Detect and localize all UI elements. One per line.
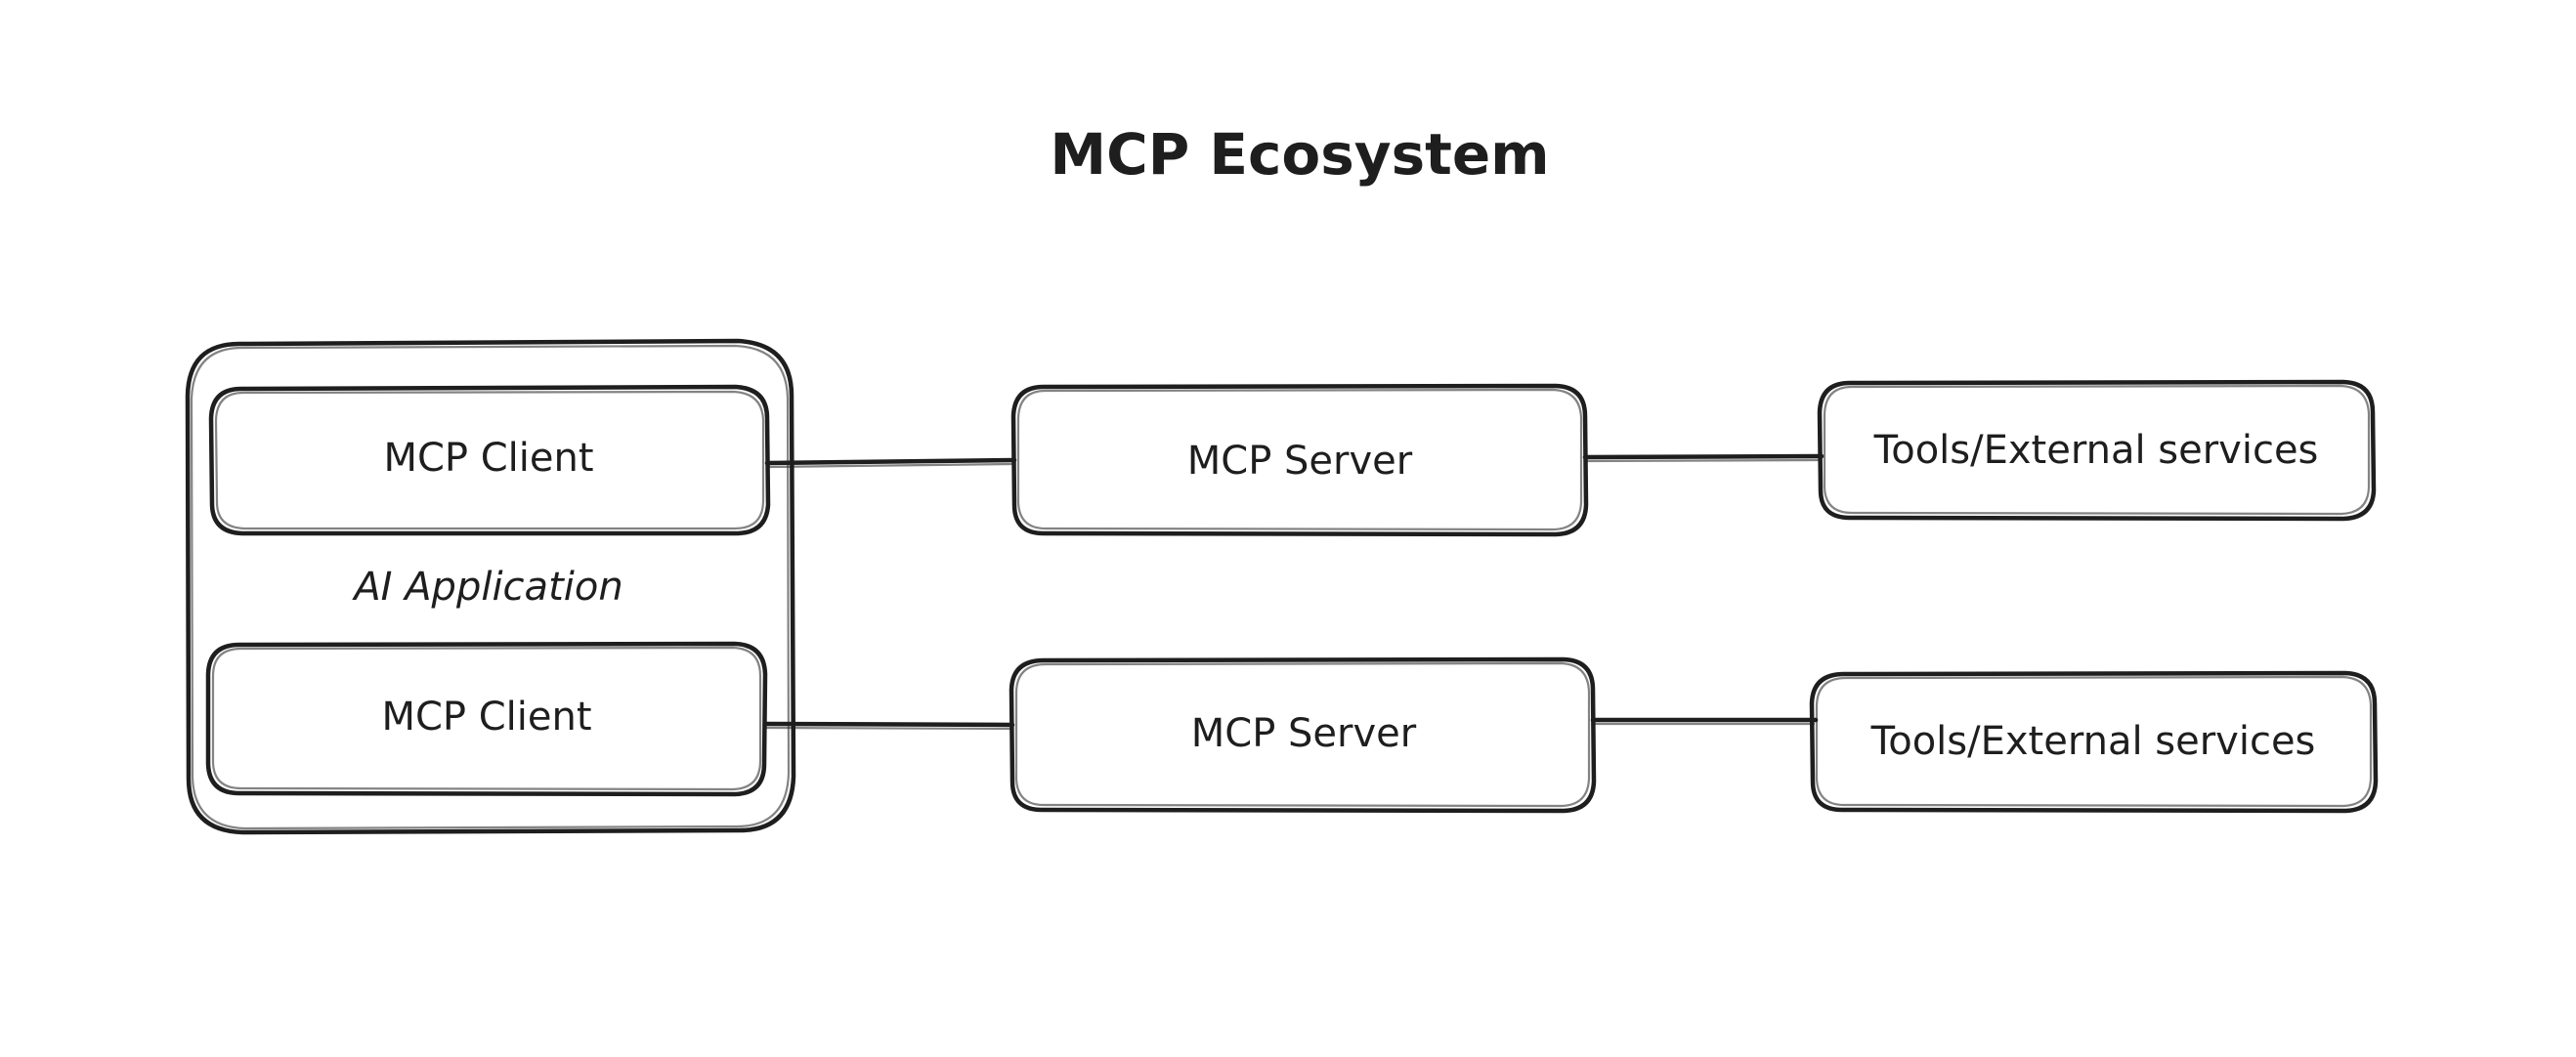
diagram-title: MCP Ecosystem (1050, 121, 1549, 188)
mcp-client-label-1: MCP Client (383, 436, 593, 481)
connector-server-1-to-service-1 (1582, 453, 1825, 463)
mcp-server-label-1: MCP Server (1187, 439, 1413, 484)
ai-application-container (185, 338, 796, 835)
mcp-server-box-2: MCP Server (1009, 656, 1597, 814)
mcp-client-box-2: MCP Client (205, 641, 768, 797)
tools-services-box-1: Tools/External services (1817, 379, 2377, 522)
tools-services-label-2: Tools/External services (1870, 719, 2316, 764)
mcp-client-label-2: MCP Client (381, 695, 591, 740)
connector-client-1-to-server-1 (764, 457, 1017, 469)
mcp-client-box-1: MCP Client (208, 384, 771, 536)
connector-server-2-to-service-2 (1590, 717, 1819, 726)
ai-application-label: AI Application (351, 565, 623, 610)
tools-services-box-2: Tools/External services (1809, 670, 2379, 814)
tools-services-label-1: Tools/External services (1873, 428, 2319, 473)
mcp-server-box-1: MCP Server (1010, 383, 1589, 537)
connector-client-2-to-server-2 (762, 721, 1015, 731)
mcp-server-label-2: MCP Server (1191, 711, 1417, 756)
